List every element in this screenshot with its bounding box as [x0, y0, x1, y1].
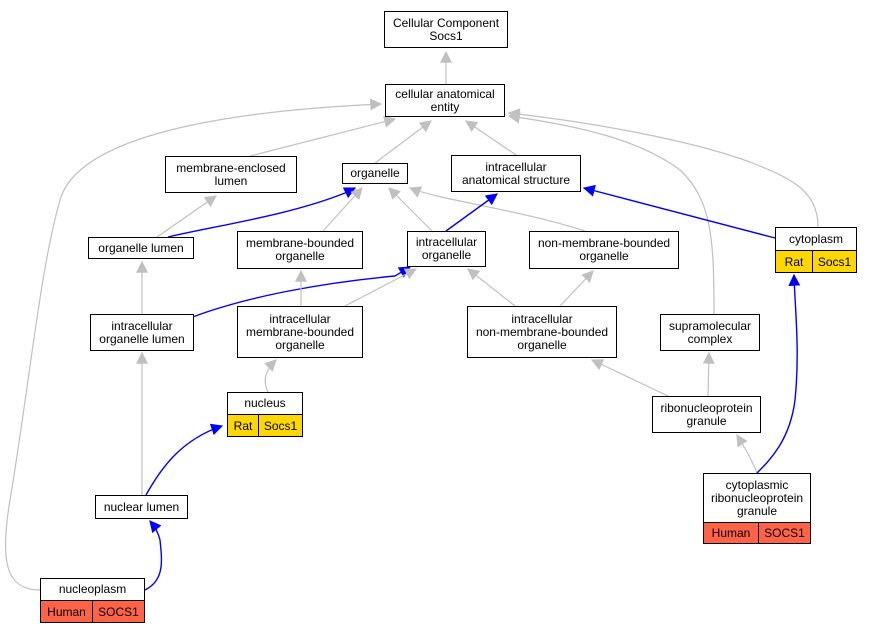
node-line: intracellular	[485, 159, 547, 174]
node-nuclear-lumen[interactable]: nuclear lumen	[95, 495, 188, 519]
annotation-species: Rat	[784, 254, 804, 269]
edge-organelle-lumen-to-membrane-enclosed-lumen	[156, 195, 217, 238]
node-intracellular-organelle-lumen[interactable]: intracellular organelle lumen	[90, 314, 194, 351]
edge-nucleus-to-intracellular-membrane-bounded-organelle	[264, 359, 277, 393]
node-line: cytoplasmic	[725, 477, 789, 492]
edge-intracellular-non-membrane-bounded-organelle-to-non-membrane-bounded-organelle	[559, 270, 594, 307]
edge-intracellular-anatomical-structure-to-cellular-anatomical-entity	[465, 120, 517, 156]
annotation-cytoplasm: Rat Socs1	[775, 251, 857, 273]
node-intracellular-organelle[interactable]: intracellular organelle	[407, 231, 486, 267]
node-ribonucleoprotein-granule[interactable]: ribonucleoprotein granule	[652, 396, 761, 433]
annotation-gene: Socs1	[258, 415, 302, 436]
node-line: organelle	[350, 166, 400, 180]
node-root: Cellular Component Socs1	[384, 11, 508, 48]
edge-intracellular-organelle-lumen-to-intracellular-organelle	[189, 266, 412, 319]
edge-ribonucleoprotein-granule-to-supramolecular-complex	[702, 351, 715, 397]
node-line: nucleus	[244, 396, 286, 410]
edge-cytoplasm-to-cellular-anatomical-entity	[507, 108, 819, 228]
edge-membrane-bounded-organelle-to-organelle	[322, 187, 363, 232]
node-line: ribonucleoprotein	[710, 490, 804, 505]
node-line: cytoplasm	[788, 231, 844, 246]
node-cytoplasm[interactable]: cytoplasm	[775, 227, 857, 251]
node-nucleus[interactable]: nucleus	[227, 392, 303, 415]
node-line: intracellular	[415, 235, 478, 249]
node-organelle[interactable]: organelle	[342, 163, 408, 184]
edge-cytoplasmic-ribonucleoprotein-granule-to-ribonucleoprotein-granule	[736, 433, 758, 474]
node-line: membrane-bounded	[245, 324, 355, 339]
node-line: membrane-enclosed	[176, 160, 286, 175]
node-membrane-bounded-organelle[interactable]: membrane-bounded organelle	[237, 231, 363, 269]
edge-supramolecular-complex-to-cellular-anatomical-entity	[507, 111, 715, 315]
node-line: non-membrane-bounded	[475, 324, 609, 339]
node-organelle-lumen[interactable]: organelle lumen	[88, 237, 194, 259]
node-line: lumen	[214, 173, 248, 188]
annotation-species: Human	[47, 604, 86, 619]
node-line: entity	[430, 99, 460, 114]
node-line: granule	[686, 413, 727, 428]
node-line: cellular anatomical	[395, 86, 495, 101]
node-line: supramolecular	[668, 318, 752, 333]
node-non-membrane-bounded-organelle[interactable]: non-membrane-bounded organelle	[529, 231, 679, 269]
edge-organelle-to-cellular-anatomical-entity	[374, 120, 432, 164]
annotation-species: Human	[711, 526, 751, 540]
node-line: organelle	[517, 337, 567, 352]
annotation-nucleoplasm: Human SOCS1	[40, 601, 145, 623]
node-supramolecular-complex[interactable]: supramolecular complex	[660, 314, 760, 351]
edge-nuclear-lumen-to-nucleus	[145, 423, 224, 496]
node-intracellular-non-membrane-bounded-organelle[interactable]: intracellular non-membrane-bounded organ…	[467, 306, 617, 358]
node-line: nuclear lumen	[103, 499, 180, 514]
edge-organelle-lumen-to-organelle	[167, 187, 357, 238]
node-line: intracellular	[269, 311, 331, 326]
edge-non-membrane-bounded-organelle-to-organelle	[408, 186, 586, 232]
annotation-gene: SOCS1	[758, 523, 810, 543]
node-line: non-membrane-bounded	[537, 236, 671, 250]
edge-cytoplasmic-ribonucleoprotein-granule-to-cytoplasm	[756, 273, 801, 474]
node-intracellular-membrane-bounded-organelle[interactable]: intracellular membrane-bounded organelle	[237, 306, 363, 358]
node-line: anatomical structure	[461, 172, 571, 187]
edge-cytoplasm-to-intracellular-anatomical-structure	[582, 184, 776, 239]
edge-intracellular-non-membrane-bounded-organelle-to-intracellular-organelle	[467, 268, 516, 307]
node-line: ribonucleoprotein	[660, 400, 753, 415]
annotation-gene: Socs1	[812, 251, 856, 272]
node-nucleoplasm[interactable]: nucleoplasm	[40, 578, 145, 601]
annotation-cytoplasmic-ribonucleoprotein-granule: Human SOCS1	[703, 523, 811, 544]
edge-nucleoplasm-to-nuclear-lumen	[144, 520, 163, 591]
edge-intracellular-organelle-to-organelle	[388, 187, 433, 232]
annotation-gene: SOCS1	[92, 601, 144, 622]
node-line: nucleoplasm	[58, 582, 127, 596]
node-line: organelle lumen	[98, 240, 184, 255]
node-line: organelle lumen	[99, 331, 185, 346]
edge-membrane-enclosed-lumen-to-cellular-anatomical-entity	[249, 115, 397, 157]
node-line: organelle	[421, 248, 472, 262]
node-line: organelle	[275, 249, 325, 263]
edge-intracellular-membrane-bounded-organelle-to-intracellular-organelle	[344, 268, 418, 307]
node-root-line-2: Socs1	[429, 28, 463, 43]
edge-ribonucleoprotein-granule-to-intracellular-non-membrane-bounded-organelle	[590, 359, 669, 397]
edge-nucleoplasm-to-cellular-anatomical-entity	[4, 98, 383, 591]
node-line: intracellular	[511, 311, 573, 326]
node-cellular-anatomical-entity[interactable]: cellular anatomical entity	[385, 84, 505, 117]
node-cytoplasmic-ribonucleoprotein-granule[interactable]: cytoplasmic ribonucleoprotein granule	[703, 473, 811, 523]
node-line: membrane-bounded	[245, 236, 355, 250]
annotation-species: Rat	[233, 418, 253, 433]
node-intracellular-anatomical-structure[interactable]: intracellular anatomical structure	[451, 155, 581, 192]
annotation-nucleus: Rat Socs1	[227, 415, 303, 437]
node-line: complex	[687, 331, 733, 346]
node-line: intracellular	[111, 318, 173, 333]
node-root-line-1: Cellular Component	[392, 15, 500, 30]
node-line: granule	[736, 503, 778, 518]
node-line: organelle	[579, 249, 629, 263]
node-membrane-enclosed-lumen[interactable]: membrane-enclosed lumen	[165, 156, 297, 193]
node-line: organelle	[275, 337, 325, 352]
edge-intracellular-organelle-to-intracellular-anatomical-structure	[445, 193, 498, 232]
